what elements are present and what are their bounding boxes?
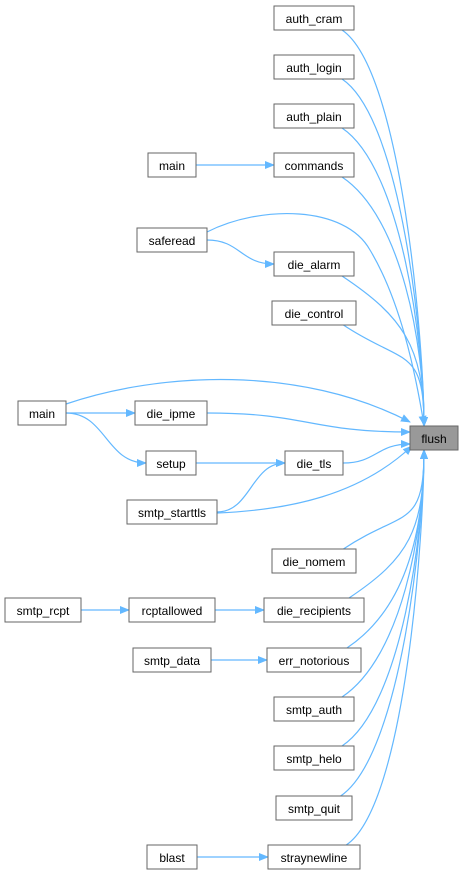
- node-auth-login[interactable]: auth_login: [273, 54, 355, 80]
- edge-smtp_quit-to-flush: [340, 449, 428, 797]
- node-label: err_notorious: [279, 654, 350, 668]
- edge-die_control-to-flush: [343, 324, 428, 427]
- node-label: auth_cram: [286, 12, 343, 26]
- node-label: setup: [156, 457, 186, 471]
- edges-layer: [65, 29, 428, 861]
- node-main-b[interactable]: main: [17, 400, 67, 426]
- node-label: die_tls: [297, 457, 332, 471]
- node-label: smtp_quit: [288, 802, 341, 816]
- edge-smtp_starttls-to-flush: [216, 445, 413, 514]
- node-die-recipients[interactable]: die_recipients: [263, 597, 365, 623]
- node-setup[interactable]: setup: [145, 450, 197, 476]
- node-rcptallowed[interactable]: rcptallowed: [128, 597, 216, 623]
- node-box[interactable]: [263, 597, 365, 623]
- node-smtp-quit[interactable]: smtp_quit: [275, 795, 353, 821]
- node-die-tls[interactable]: die_tls: [284, 450, 344, 476]
- node-auth-plain[interactable]: auth_plain: [273, 103, 355, 129]
- node-smtp-rcpt[interactable]: smtp_rcpt: [4, 597, 82, 623]
- node-label: auth_plain: [286, 110, 341, 124]
- node-box[interactable]: [267, 844, 361, 870]
- node-label: die_control: [285, 307, 344, 321]
- node-commands[interactable]: commands: [273, 152, 355, 178]
- node-label: die_recipients: [277, 604, 351, 618]
- node-smtp-auth[interactable]: smtp_auth: [273, 696, 355, 722]
- node-saferead[interactable]: saferead: [136, 227, 208, 253]
- node-box[interactable]: [145, 450, 197, 476]
- node-blast[interactable]: blast: [146, 844, 198, 870]
- node-box[interactable]: [136, 227, 208, 253]
- node-box[interactable]: [4, 597, 82, 623]
- node-label: die_nomem: [283, 555, 346, 569]
- node-label: smtp_rcpt: [17, 604, 70, 618]
- node-label: main: [159, 159, 185, 173]
- node-label: blast: [159, 851, 185, 865]
- node-box[interactable]: [126, 499, 218, 525]
- node-box[interactable]: [134, 400, 208, 426]
- node-label: commands: [285, 159, 344, 173]
- edge-straynewline-to-flush: [345, 449, 428, 846]
- node-label: smtp_starttls: [138, 506, 206, 520]
- node-box[interactable]: [273, 745, 355, 771]
- node-label: saferead: [149, 234, 196, 248]
- node-die-ipme[interactable]: die_ipme: [134, 400, 208, 426]
- node-label: rcptallowed: [142, 604, 203, 618]
- node-straynewline[interactable]: straynewline: [267, 844, 361, 870]
- edge-smtp_starttls-to-die_tls: [216, 459, 286, 513]
- node-box[interactable]: [273, 251, 355, 277]
- node-label: main: [29, 407, 55, 421]
- edge-saferead-to-die_alarm: [206, 239, 275, 268]
- edge-die_tls-to-flush: [342, 440, 411, 464]
- node-box[interactable]: [409, 425, 459, 451]
- node-box[interactable]: [266, 647, 362, 673]
- node-label: smtp_data: [144, 654, 200, 668]
- node-box[interactable]: [273, 54, 355, 80]
- node-auth-cram[interactable]: auth_cram: [273, 5, 355, 31]
- node-box[interactable]: [271, 300, 357, 326]
- node-box[interactable]: [273, 152, 355, 178]
- node-label: straynewline: [281, 851, 348, 865]
- node-box[interactable]: [146, 844, 198, 870]
- edge-saferead-to-flush: [206, 212, 427, 426]
- node-label: die_alarm: [288, 258, 341, 272]
- edge-main_b-to-flush: [65, 378, 411, 423]
- node-box[interactable]: [132, 647, 212, 673]
- node-smtp-helo[interactable]: smtp_helo: [273, 745, 355, 771]
- node-label: smtp_helo: [286, 752, 342, 766]
- node-box[interactable]: [273, 103, 355, 129]
- node-box[interactable]: [284, 450, 344, 476]
- node-smtp-data[interactable]: smtp_data: [132, 647, 212, 673]
- node-die-alarm[interactable]: die_alarm: [273, 251, 355, 277]
- node-main-a[interactable]: main: [147, 152, 197, 178]
- edge-die_ipme-to-flush: [206, 412, 411, 436]
- edge-die_alarm-to-flush: [341, 275, 428, 427]
- node-err-notorious[interactable]: err_notorious: [266, 647, 362, 673]
- node-label: die_ipme: [147, 407, 196, 421]
- edge-main_b-to-setup: [65, 412, 147, 467]
- node-box[interactable]: [275, 795, 353, 821]
- node-die-nomem[interactable]: die_nomem: [271, 548, 357, 574]
- node-smtp-starttls[interactable]: smtp_starttls: [126, 499, 218, 525]
- node-box[interactable]: [147, 152, 197, 178]
- node-label: smtp_auth: [286, 703, 342, 717]
- node-label: flush: [421, 432, 446, 446]
- node-box[interactable]: [273, 5, 355, 31]
- node-die-control[interactable]: die_control: [271, 300, 357, 326]
- node-flush[interactable]: flush: [409, 425, 459, 451]
- node-box[interactable]: [128, 597, 216, 623]
- node-box[interactable]: [273, 696, 355, 722]
- node-box[interactable]: [271, 548, 357, 574]
- node-label: auth_login: [286, 61, 341, 75]
- node-box[interactable]: [17, 400, 67, 426]
